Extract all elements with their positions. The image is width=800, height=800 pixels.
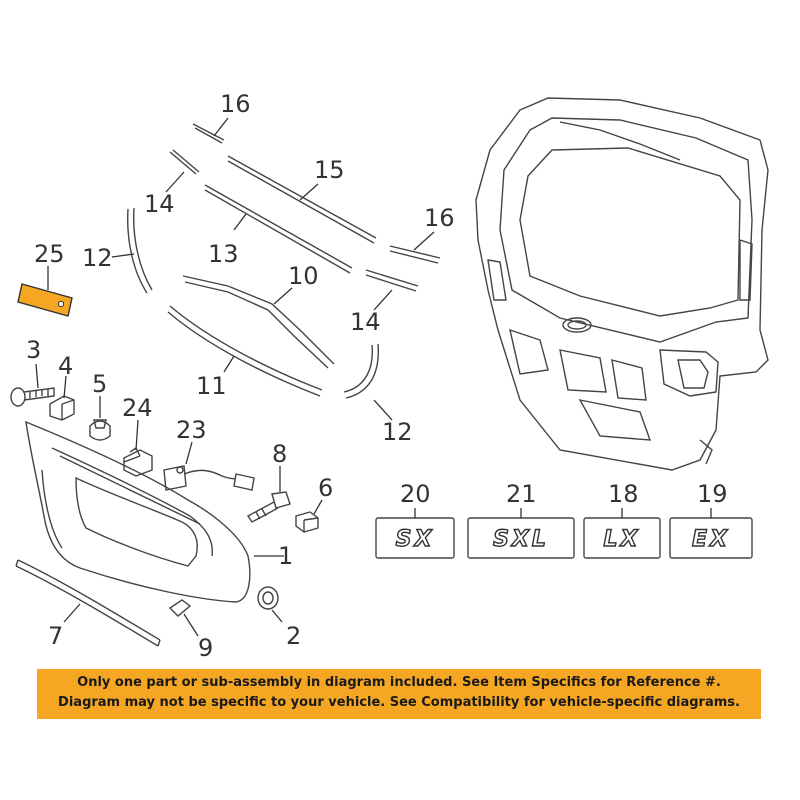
molding-13 [204,184,353,274]
molding-14-upper [169,149,200,175]
molding-12-right [343,343,379,399]
callout-labels: 16 15 14 13 12 16 14 10 11 12 25 3 4 5 2… [26,90,728,662]
callout-18: 18 [608,480,639,508]
disclaimer-line-1: Only one part or sub-assembly in diagram… [77,675,721,690]
bolt-8 [246,491,291,523]
badge-lx-label: LX [604,527,641,552]
badge-sxl-label: SXL [493,527,549,552]
callout-16-lower: 16 [424,204,455,232]
callout-12-right: 12 [382,418,413,446]
callout-3: 3 [26,336,41,364]
leader-lines [35,117,712,637]
screw-3 [10,387,55,407]
clip-2 [257,586,279,610]
callout-7: 7 [48,622,63,650]
part-25-highlighted [17,283,73,317]
callout-8: 8 [272,440,287,468]
nut-6 [295,511,319,533]
callout-25: 25 [34,240,65,268]
molding-14-lower [365,269,419,292]
callout-16-upper: 16 [220,90,251,118]
callout-11: 11 [196,372,227,400]
disclaimer-banner: Only one part or sub-assembly in diagram… [37,669,761,719]
callout-13: 13 [208,240,239,268]
callout-12-left: 12 [82,244,113,272]
clip-9 [168,599,192,617]
disclaimer-line-2: Diagram may not be specific to your vehi… [58,695,740,710]
callout-23: 23 [176,416,207,444]
callout-9: 9 [198,634,213,662]
harness-23 [163,465,255,491]
callout-14-lower: 14 [350,308,381,336]
molding-16-upper [192,123,225,144]
callout-1: 1 [278,542,293,570]
callout-6: 6 [318,474,333,502]
molding-7 [15,559,161,647]
clip-4 [49,395,75,421]
callout-5: 5 [92,370,107,398]
callout-24: 24 [122,394,153,422]
callout-21: 21 [506,480,537,508]
grommet-5 [89,419,111,441]
liftgate-panel [475,97,769,471]
badge-sxl: SXL [467,517,575,559]
callout-4: 4 [58,352,73,380]
callout-19: 19 [697,480,728,508]
badge-lx: LX [583,517,661,559]
callout-14-upper: 14 [144,190,175,218]
callout-15: 15 [314,156,345,184]
callout-10: 10 [288,262,319,290]
callout-2: 2 [286,622,301,650]
callout-20: 20 [400,480,431,508]
molding-15 [227,155,377,244]
molding-11 [167,305,323,397]
badge-sx: SX [375,517,455,559]
badge-sx-label: SX [396,527,435,552]
license-garnish-1 [25,420,251,603]
badge-ex-label: EX [692,527,730,552]
badge-ex: EX [669,517,753,559]
molding-16-lower [389,245,441,264]
molding-12-left [126,207,153,294]
garnish-10 [182,275,335,369]
